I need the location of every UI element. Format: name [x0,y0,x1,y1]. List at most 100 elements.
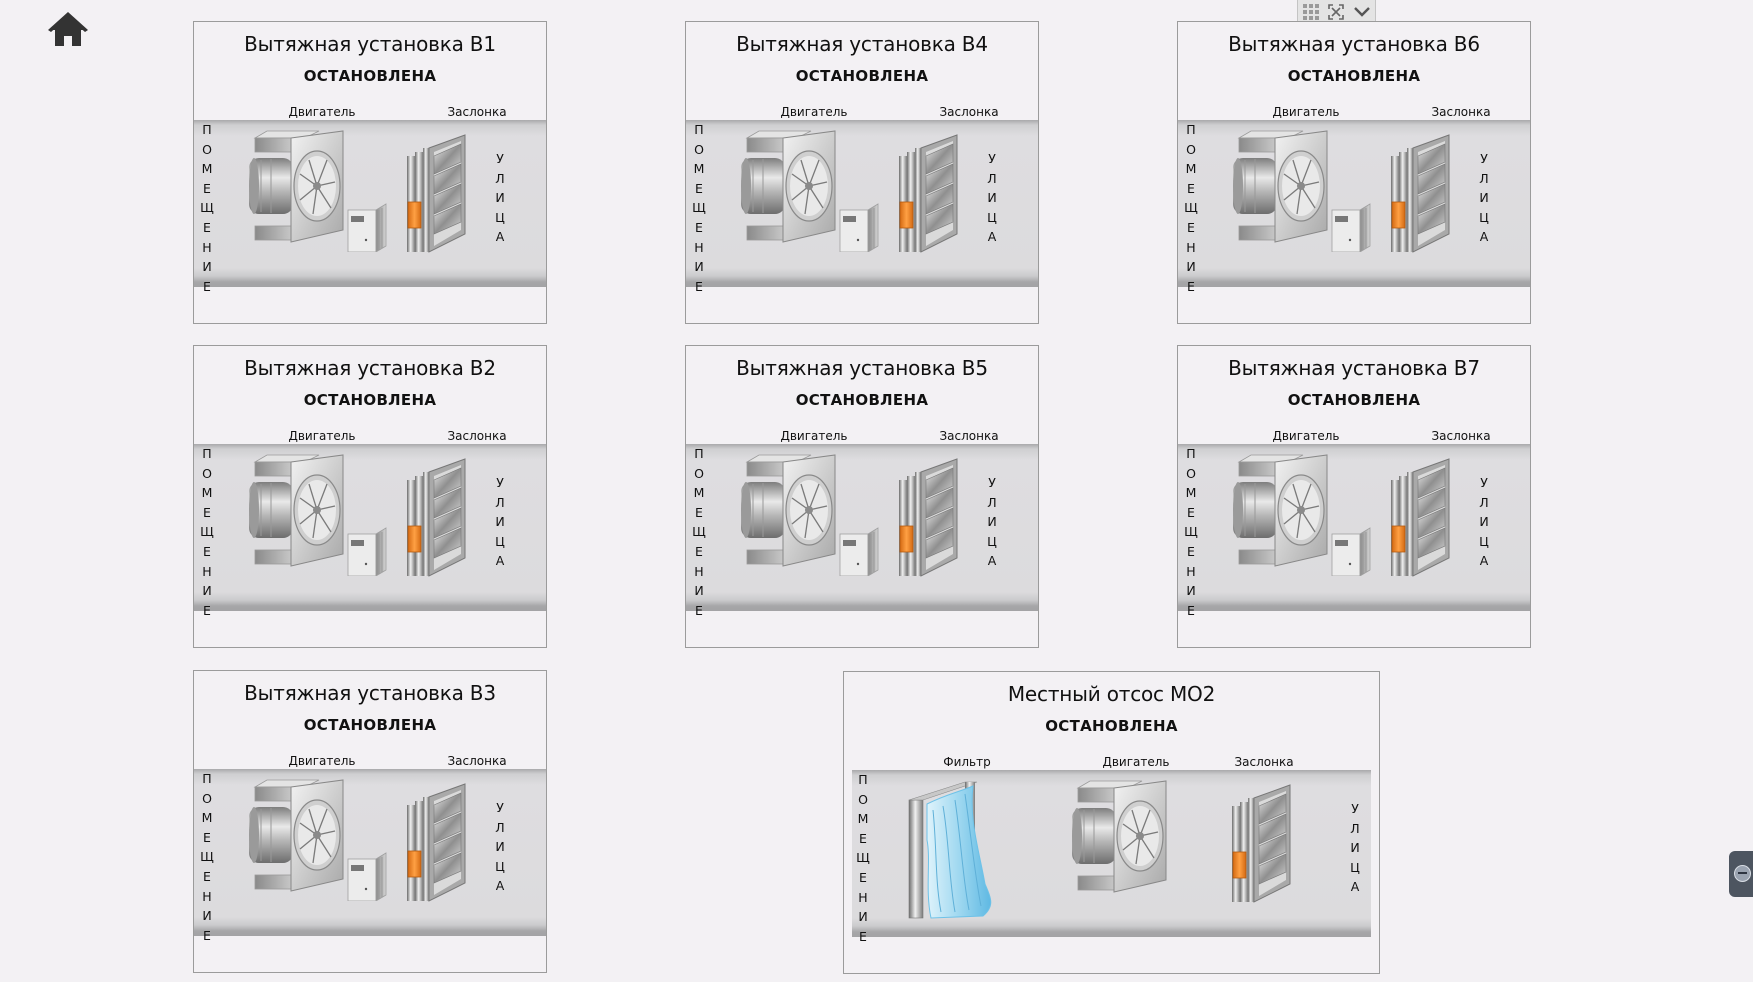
minus-circle-icon [1734,865,1751,882]
letter: Н [1186,563,1196,579]
unit-status: ОСТАНОВЛЕНА [303,716,437,734]
letter: П [858,772,868,787]
unit-status: ОСТАНОВЛЕНА [1287,67,1421,85]
unit-status: ОСТАНОВЛЕНА [795,67,929,85]
damper-label: Заслонка [447,429,507,443]
exhaust-unit-panel[interactable]: Вытяжная установка В7 ОСТАНОВЛЕНА Двигат… [1177,345,1531,648]
letter: Н [202,888,212,904]
air-damper-icon[interactable] [899,458,959,578]
letter: У [1351,801,1359,816]
letter: Л [987,170,997,186]
letter: Н [694,239,704,255]
letter: У [988,151,996,166]
letter: М [201,161,213,177]
side-panel-toggle[interactable] [1729,851,1753,897]
letter: Е [1187,543,1195,559]
letter: Ц [495,209,505,225]
letter: И [1186,583,1196,599]
letter: П [1186,446,1196,461]
letter: У [1480,151,1488,166]
air-filter-icon[interactable] [907,780,997,920]
damper-label: Заслонка [447,754,507,768]
exhaust-unit-panel[interactable]: Вытяжная установка В4 ОСТАНОВЛЕНА Двигат… [685,21,1039,324]
letter: Е [695,602,703,618]
fan-motor-icon[interactable] [1233,130,1333,245]
letter: А [1479,229,1489,245]
fan-motor-icon[interactable] [741,130,841,245]
letter: М [201,810,213,826]
damper-label: Заслонка [939,429,999,443]
exhaust-unit-panel[interactable]: Вытяжная установка В1 ОСТАНОВЛЕНА Двигат… [193,21,547,324]
letter: М [1185,485,1197,501]
unit-title: Вытяжная установка В1 [244,32,496,56]
fullscreen-button[interactable] [1326,2,1346,22]
exhaust-unit-panel[interactable]: Вытяжная установка В2 ОСТАНОВЛЕНА Двигат… [193,345,547,648]
air-damper-icon[interactable] [407,458,467,578]
air-damper-icon[interactable] [1391,134,1451,254]
letter: И [694,583,704,599]
motor-label: Двигатель [1272,429,1340,443]
letter: Е [1187,602,1195,618]
air-damper-icon[interactable] [1232,784,1292,904]
unit-title: Местный отсос МО2 [1007,682,1216,706]
unit-status: ОСТАНОВЛЕНА [1287,391,1421,409]
letter: Л [495,170,505,186]
fan-motor-icon[interactable] [249,779,349,894]
grid-button[interactable] [1301,2,1321,22]
letter: О [694,141,704,157]
letter: Ц [1479,533,1489,549]
letter: П [694,122,704,137]
letter: Щ [200,200,214,216]
fan-motor-icon[interactable] [741,454,841,569]
air-damper-icon[interactable] [407,783,467,903]
fan-motor-icon[interactable] [1233,454,1333,569]
local-exhaust-panel[interactable]: Местный отсос МО2 ОСТАНОВЛЕНА Фильтр Дви… [843,671,1380,974]
letter: Ц [1350,859,1360,875]
letter: Е [859,830,867,846]
letter: Е [695,219,703,235]
letter: О [858,791,868,807]
damper-label: Заслонка [447,105,507,119]
letter: Щ [692,200,706,216]
letter: Щ [200,849,214,865]
letter: Л [1479,170,1489,186]
letter: Е [203,602,211,618]
letter: Н [1186,239,1196,255]
unit-title: Вытяжная установка В5 [736,356,988,380]
letter: У [1480,475,1488,490]
letter: И [694,259,704,275]
air-damper-icon[interactable] [407,134,467,254]
fan-motor-icon[interactable] [1072,780,1172,895]
air-damper-icon[interactable] [1391,458,1451,578]
letter: А [1479,553,1489,569]
fan-motor-icon[interactable] [249,454,349,569]
fan-motor-icon[interactable] [249,130,349,245]
controller-box-icon [1330,526,1372,576]
letter: И [858,909,868,925]
exhaust-unit-panel[interactable]: Вытяжная установка В3 ОСТАНОВЛЕНА Двигат… [193,670,547,973]
letter: Щ [200,524,214,540]
letter: О [202,465,212,481]
dropdown-button[interactable] [1352,2,1372,22]
unit-title: Вытяжная установка В4 [736,32,988,56]
air-damper-icon[interactable] [899,134,959,254]
home-button[interactable] [48,12,88,48]
letter: А [495,878,505,894]
grid-icon [1302,4,1319,20]
damper-label: Заслонка [1431,105,1491,119]
letter: И [1186,259,1196,275]
exhaust-unit-panel[interactable]: Вытяжная установка В5 ОСТАНОВЛЕНА Двигат… [685,345,1039,648]
exhaust-unit-panel[interactable]: Вытяжная установка В6 ОСТАНОВЛЕНА Двигат… [1177,21,1531,324]
letter: Н [858,889,868,905]
